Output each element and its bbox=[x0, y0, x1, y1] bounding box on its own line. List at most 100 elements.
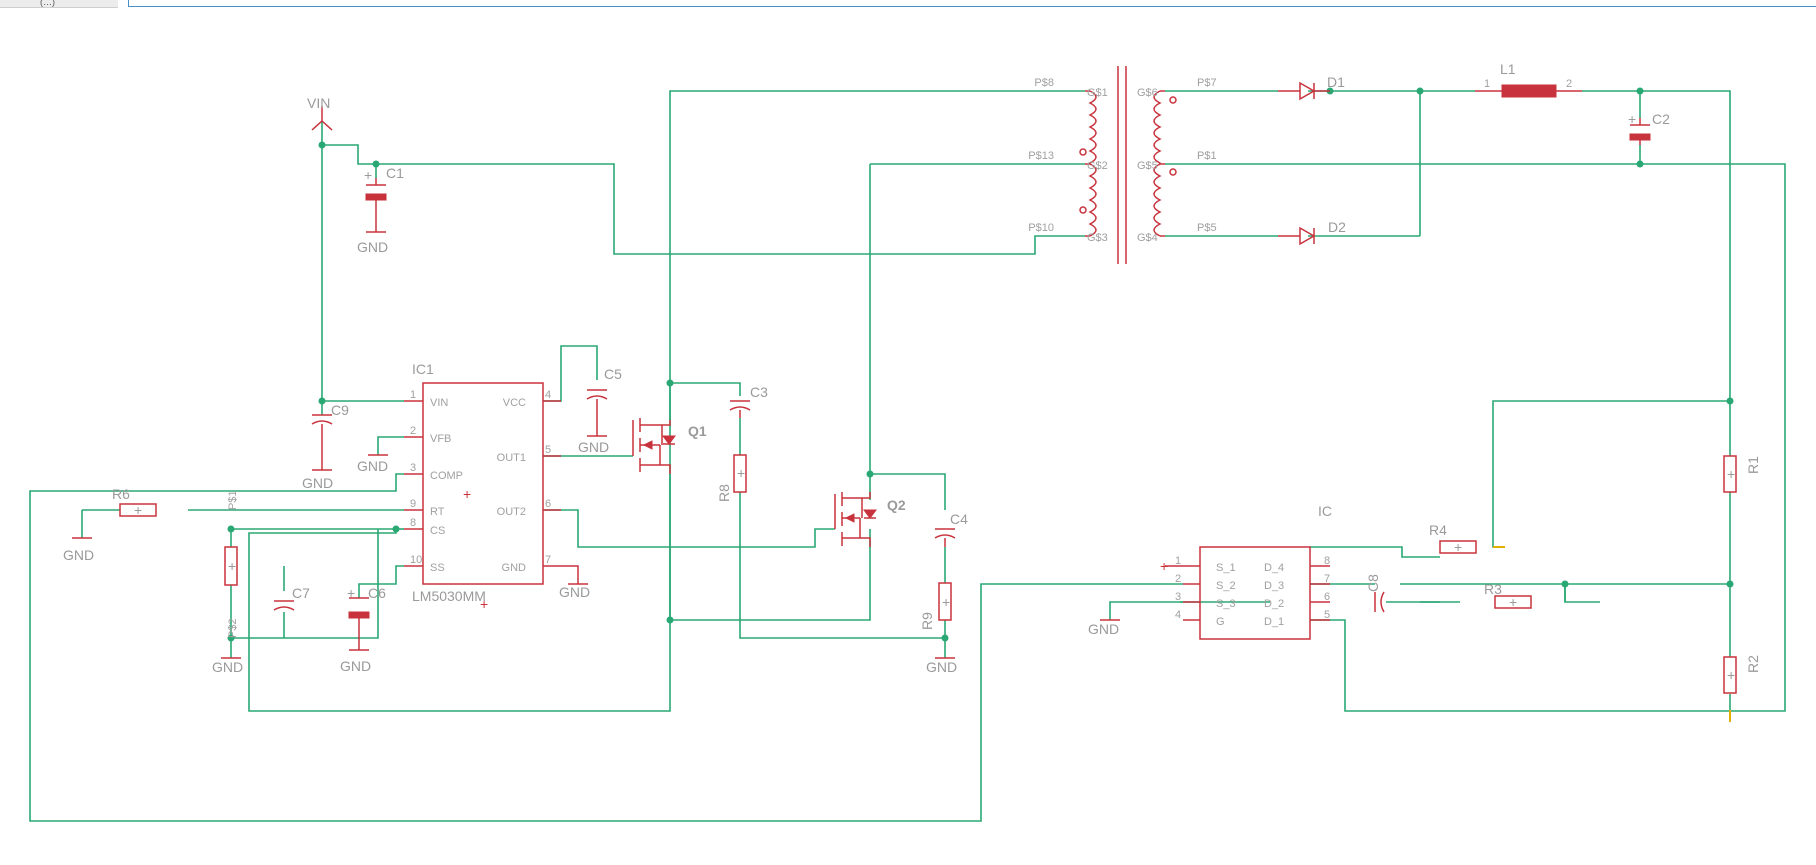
c1-label: C1 bbox=[386, 165, 404, 181]
inductor-l1[interactable]: 1 2 L1 bbox=[1475, 61, 1582, 98]
resistor-r2[interactable]: + R2 bbox=[1723, 655, 1761, 722]
ic1-pin-name: RT bbox=[430, 506, 445, 518]
command-line-input[interactable] bbox=[128, 0, 1816, 7]
gnd-ic[interactable]: GND bbox=[1088, 619, 1120, 637]
xfmr-pad-label: P$13 bbox=[1028, 150, 1054, 162]
mosfet-q2[interactable]: Q2 bbox=[834, 492, 906, 547]
resistor-ps1-ps2[interactable]: + P$1 P$2 bbox=[224, 490, 239, 638]
gnd-c1[interactable]: GND bbox=[357, 231, 388, 255]
ic1-pin-number: 5 bbox=[545, 444, 551, 456]
resistor-r1[interactable]: + R1 bbox=[1723, 455, 1761, 493]
junction bbox=[866, 470, 874, 478]
ic1-pin-number: 1 bbox=[410, 389, 416, 401]
gnd-r-ps2[interactable]: GND bbox=[212, 657, 243, 675]
tab-stub[interactable]: (…) bbox=[0, 0, 118, 8]
gnd-ic1[interactable]: GND bbox=[559, 565, 590, 600]
resistor-r6[interactable]: + R6 bbox=[112, 486, 157, 518]
xfmr-pad-label: P$7 bbox=[1197, 77, 1217, 89]
gnd-c9[interactable]: GND bbox=[302, 469, 333, 491]
ic-pin-name: S_1 bbox=[1216, 562, 1236, 574]
wires bbox=[29, 90, 1786, 822]
d2-label: D2 bbox=[1328, 219, 1346, 235]
junction bbox=[1726, 580, 1734, 588]
xfmr-pad-label: P$8 bbox=[1034, 77, 1054, 89]
xfmr-pin-label: G$5 bbox=[1137, 160, 1158, 172]
origin-mark: + bbox=[1160, 558, 1168, 574]
ic1-chip[interactable]: IC1 LM5030MM + + 1VIN2VFB3COMP9RT8CS10SS… bbox=[404, 361, 561, 612]
xfmr-pad-label: P$1 bbox=[1197, 150, 1217, 162]
c5-label: C5 bbox=[604, 366, 622, 382]
junction bbox=[372, 160, 380, 168]
q2-label: Q2 bbox=[887, 497, 906, 513]
capacitor-c5[interactable]: C5 bbox=[586, 366, 622, 436]
c8-label: C8 bbox=[1365, 574, 1381, 592]
polarity-mark: + bbox=[1509, 594, 1517, 610]
gnd-label: GND bbox=[212, 659, 243, 675]
ic-pin-number: 5 bbox=[1324, 609, 1330, 621]
junction bbox=[392, 525, 400, 533]
capacitor-c9[interactable]: C9 bbox=[311, 402, 349, 470]
l1-pin2: 2 bbox=[1566, 78, 1572, 90]
gnd-r6[interactable]: GND bbox=[63, 537, 94, 563]
gnd-label: GND bbox=[1088, 621, 1119, 637]
resistor-r8[interactable]: + R8 bbox=[716, 454, 747, 502]
gnd-label: GND bbox=[559, 584, 590, 600]
r3-label: R3 bbox=[1484, 581, 1502, 597]
transformer[interactable]: P$8G$1P$13G$2P$10G$3 G$6P$7G$5P$1G$4P$5 bbox=[1028, 66, 1217, 264]
gnd-label: GND bbox=[357, 239, 388, 255]
l1-label: L1 bbox=[1500, 61, 1516, 77]
l1-pin1: 1 bbox=[1484, 78, 1490, 90]
resistor-r3[interactable]: + R3 bbox=[1484, 581, 1532, 610]
vin-label: VIN bbox=[307, 95, 330, 111]
ic-pin-name: G bbox=[1216, 616, 1225, 628]
resistor-r9[interactable]: + R9 bbox=[919, 582, 952, 630]
r1-label: R1 bbox=[1745, 456, 1761, 474]
capacitor-c1[interactable]: + C1 bbox=[364, 165, 404, 232]
polarity-mark: + bbox=[737, 465, 745, 481]
ic1-pin-name: COMP bbox=[430, 470, 463, 482]
capacitor-c6[interactable]: + C6 bbox=[347, 585, 386, 650]
diode-d1[interactable]: D1 bbox=[1278, 74, 1345, 101]
xfmr-pad-label: P$5 bbox=[1197, 222, 1217, 234]
ic-label: IC bbox=[1318, 503, 1332, 519]
ic-pin-number: 1 bbox=[1175, 555, 1181, 567]
ic-pin-number: 2 bbox=[1175, 573, 1181, 585]
junction bbox=[318, 141, 326, 149]
resistor-r4[interactable]: + R4 bbox=[1429, 522, 1505, 555]
gnd-c5[interactable]: GND bbox=[578, 435, 609, 455]
ic-pin-number: 6 bbox=[1324, 591, 1330, 603]
polarity-mark: + bbox=[134, 502, 142, 518]
junction bbox=[227, 634, 235, 642]
ic-pin-name: S_3 bbox=[1216, 598, 1236, 610]
vin-symbol[interactable]: VIN bbox=[307, 95, 333, 131]
junction bbox=[1561, 580, 1569, 588]
junction bbox=[1636, 87, 1644, 95]
ic2-chip[interactable]: + IC 1S_12S_23S_34G 8D_47D_36D_25D_1 bbox=[1160, 503, 1332, 640]
junction bbox=[941, 634, 949, 642]
gnd-label: GND bbox=[357, 458, 388, 474]
capacitor-c8[interactable]: C8 bbox=[1365, 574, 1385, 613]
ic1-pin-number: 8 bbox=[410, 517, 416, 529]
ic1-pin-name: SS bbox=[430, 562, 445, 574]
diode-d2[interactable]: D2 bbox=[1278, 219, 1346, 246]
capacitor-c4[interactable]: C4 bbox=[934, 511, 968, 547]
ic1-pin-name: VFB bbox=[430, 433, 451, 445]
mosfet-q1[interactable]: Q1 bbox=[632, 418, 707, 474]
polarity-mark: + bbox=[1628, 111, 1636, 127]
r6-label: R6 bbox=[112, 486, 130, 502]
r8-label: R8 bbox=[716, 484, 732, 502]
tab-label: (…) bbox=[40, 0, 55, 7]
c7-label: C7 bbox=[292, 585, 310, 601]
gnd-c6[interactable]: GND bbox=[340, 649, 371, 674]
polarity-mark: + bbox=[364, 167, 372, 183]
gnd-vfb[interactable]: GND bbox=[357, 454, 388, 474]
capacitor-c3[interactable]: C3 bbox=[729, 384, 768, 418]
ic-pin-number: 4 bbox=[1175, 609, 1181, 621]
xfmr-pin-label: G$2 bbox=[1087, 160, 1108, 172]
capacitor-c2[interactable]: + C2 bbox=[1628, 111, 1670, 145]
gnd-r9[interactable]: GND bbox=[926, 657, 957, 675]
capacitor-c7[interactable]: C7 bbox=[273, 585, 310, 611]
origin-mark: + bbox=[480, 596, 488, 612]
ic-pin-number: 7 bbox=[1324, 573, 1330, 585]
